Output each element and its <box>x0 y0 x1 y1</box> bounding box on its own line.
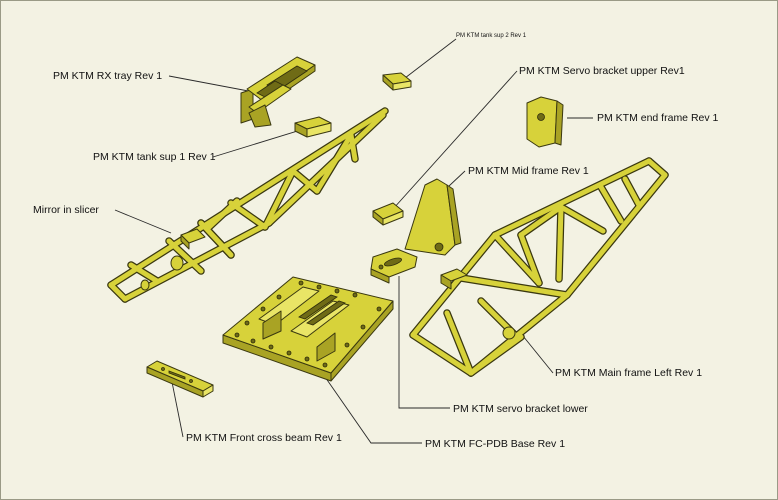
left-frame-part <box>107 107 389 303</box>
rx-tray-part <box>240 56 316 128</box>
label-tank-sup-1: PM KTM tank sup 1 Rev 1 <box>93 151 216 163</box>
label-main-frame-left: PM KTM Main frame Left Rev 1 <box>555 367 703 379</box>
label-servo-bracket-upper: PM KTM Servo bracket upper Rev1 <box>519 65 685 77</box>
label-mirror-in-slicer: Mirror in slicer <box>33 204 99 216</box>
mid-frame-part <box>404 178 462 256</box>
servo-bracket-upper-part <box>372 202 404 226</box>
tank-sup-2-part <box>382 72 412 91</box>
label-tank-sup-2: PM KTM tank sup 2 Rev 1 <box>456 33 527 39</box>
label-rx-tray: PM KTM RX tray Rev 1 <box>53 70 163 82</box>
label-servo-bracket-lower: PM KTM servo bracket lower <box>453 403 588 415</box>
label-front-cross-beam: PM KTM Front cross beam Rev 1 <box>186 432 342 444</box>
main-frame-left-part <box>409 157 669 377</box>
servo-bracket-lower-part <box>370 248 418 284</box>
label-end-frame: PM KTM end frame Rev 1 <box>597 112 719 124</box>
end-frame-part <box>526 96 564 148</box>
label-fc-pdb-base: PM KTM FC-PDB Base Rev 1 <box>425 438 566 450</box>
tank-sup-1-part <box>294 116 332 138</box>
leader-lines <box>114 38 593 444</box>
label-mid-frame: PM KTM Mid frame Rev 1 <box>468 165 589 177</box>
front-cross-beam-part <box>146 360 214 398</box>
fc-pdb-base-part <box>222 276 394 382</box>
